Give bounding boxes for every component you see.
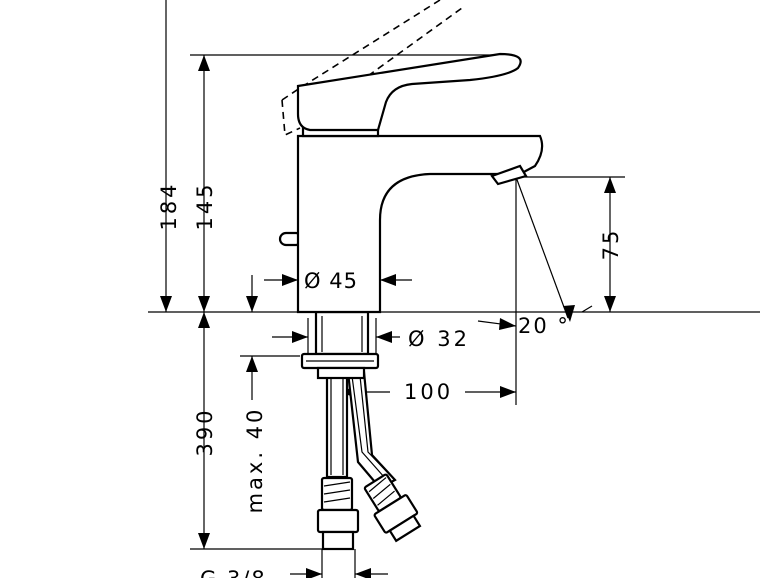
faucet-body (278, 0, 544, 314)
dimension-lines (148, 0, 760, 578)
dim-clamp-thickness: max. 40 (243, 407, 267, 514)
mounting-shank (300, 310, 380, 380)
dim-projection: 100 (404, 380, 453, 404)
dim-connection: G 3/8 (200, 567, 267, 578)
aerator (490, 164, 528, 186)
lever-handle (296, 52, 522, 132)
dim-shank-diameter: Ø 32 (408, 327, 470, 351)
dim-hose-length: 390 (193, 407, 217, 456)
dim-angle: 20 ° (518, 314, 570, 338)
dim-body-diameter: Ø 45 (304, 269, 358, 293)
dim-overall-height: 184 (157, 181, 181, 230)
spout-body (296, 134, 544, 314)
dim-spout-height: 145 (193, 181, 217, 230)
dim-outlet-height: 75 (599, 228, 623, 261)
dimension-labels: 184 145 390 max. 40 75 Ø 45 Ø 32 20 ° 10… (157, 181, 623, 578)
